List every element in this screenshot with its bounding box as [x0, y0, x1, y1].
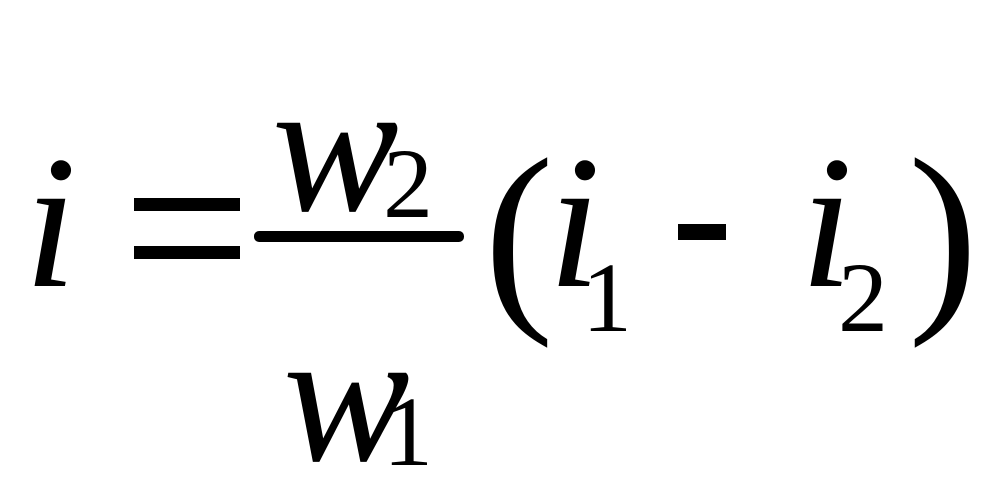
left-parenthesis: (	[484, 117, 554, 349]
fraction-bar	[254, 231, 464, 242]
numerator-symbol: w	[272, 42, 399, 252]
equals-sign-bottom-bar	[134, 246, 240, 259]
minus-sign	[678, 224, 726, 240]
term2-symbol: i	[800, 118, 853, 328]
right-parenthesis: )	[908, 117, 978, 349]
denominator-symbol: w	[283, 292, 410, 502]
term2-subscript: 2	[838, 242, 888, 353]
term1-symbol: i	[548, 118, 601, 328]
denominator-subscript: 1	[383, 376, 433, 487]
term1-subscript: 1	[582, 242, 632, 353]
numerator-subscript: 2	[383, 128, 433, 239]
equals-sign-top-bar	[134, 198, 240, 211]
lhs-variable: i	[24, 118, 77, 328]
